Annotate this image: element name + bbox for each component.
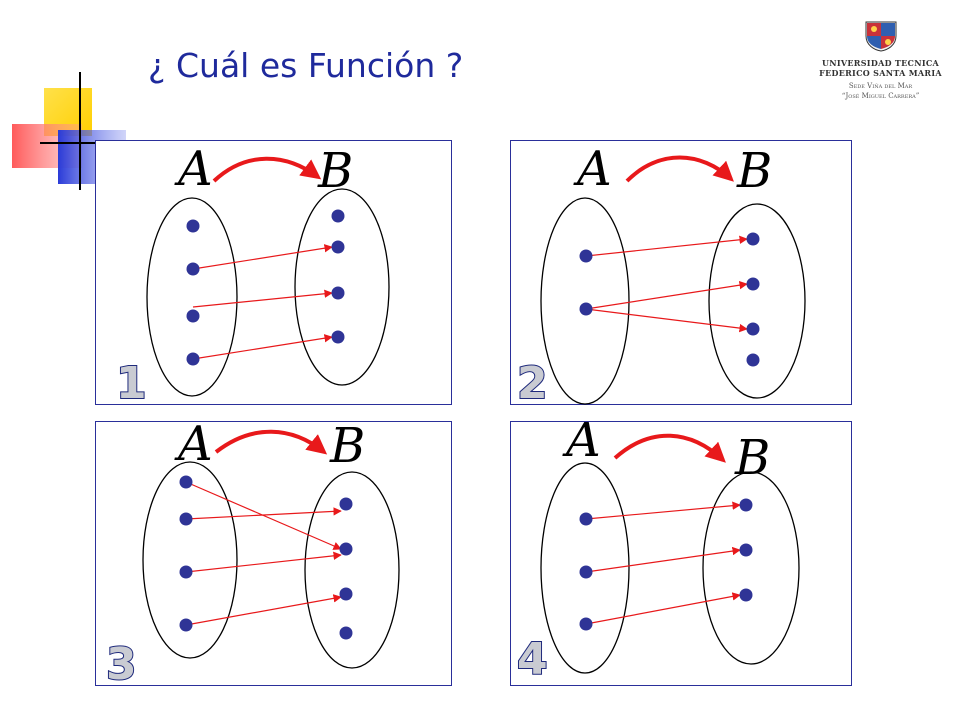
set-elements	[186, 209, 345, 366]
set-a-label: A	[562, 422, 601, 468]
set-a-oval	[142, 461, 238, 659]
set-elements	[179, 475, 353, 640]
page-title: ¿ Cuál es Función ?	[148, 46, 464, 85]
set-b-oval	[708, 203, 806, 399]
panel-number: 3	[106, 639, 137, 687]
diagram-panel-1: A B 1	[95, 140, 452, 406]
set-elements	[579, 232, 760, 367]
set-b-oval	[304, 471, 400, 669]
set-a-oval	[540, 462, 630, 674]
set-b-label: B	[736, 143, 772, 199]
mapping-arrow-icon	[625, 155, 734, 183]
set-a-label: A	[573, 141, 612, 197]
set-a-oval	[146, 197, 238, 397]
mapping-arrow-icon	[214, 429, 328, 455]
campus-name: Sede Viña del Mar	[848, 82, 913, 90]
set-elements	[579, 498, 753, 631]
panel-number: 1	[116, 358, 147, 406]
mapping-arrow-icon	[613, 433, 726, 463]
set-a-label: A	[174, 141, 213, 197]
panel-number: 2	[517, 358, 548, 406]
mapping-arrows	[185, 481, 342, 626]
diagram-panel-3: A B 3	[95, 421, 452, 687]
set-a-oval	[540, 197, 630, 405]
mapping-arrows	[585, 235, 748, 333]
university-name-line2: FEDERICO SANTA MARIA	[819, 68, 942, 78]
set-b-oval	[294, 188, 390, 386]
diagram-panel-2: A B 2	[510, 140, 852, 406]
mapping-arrow-icon	[212, 156, 322, 183]
diagram-panel-4: A B 4	[510, 421, 852, 686]
panel-number: 4	[517, 634, 548, 685]
set-b-label: B	[329, 422, 365, 474]
mapping-arrows	[192, 244, 333, 360]
set-b-oval	[702, 471, 800, 665]
campus-subtitle: “José Miguel Carrera”	[841, 92, 920, 100]
mapping-arrows	[585, 501, 741, 625]
set-b-label: B	[734, 430, 770, 486]
university-name-line1: UNIVERSIDAD TECNICA	[821, 58, 940, 68]
crest-icon	[865, 21, 897, 52]
